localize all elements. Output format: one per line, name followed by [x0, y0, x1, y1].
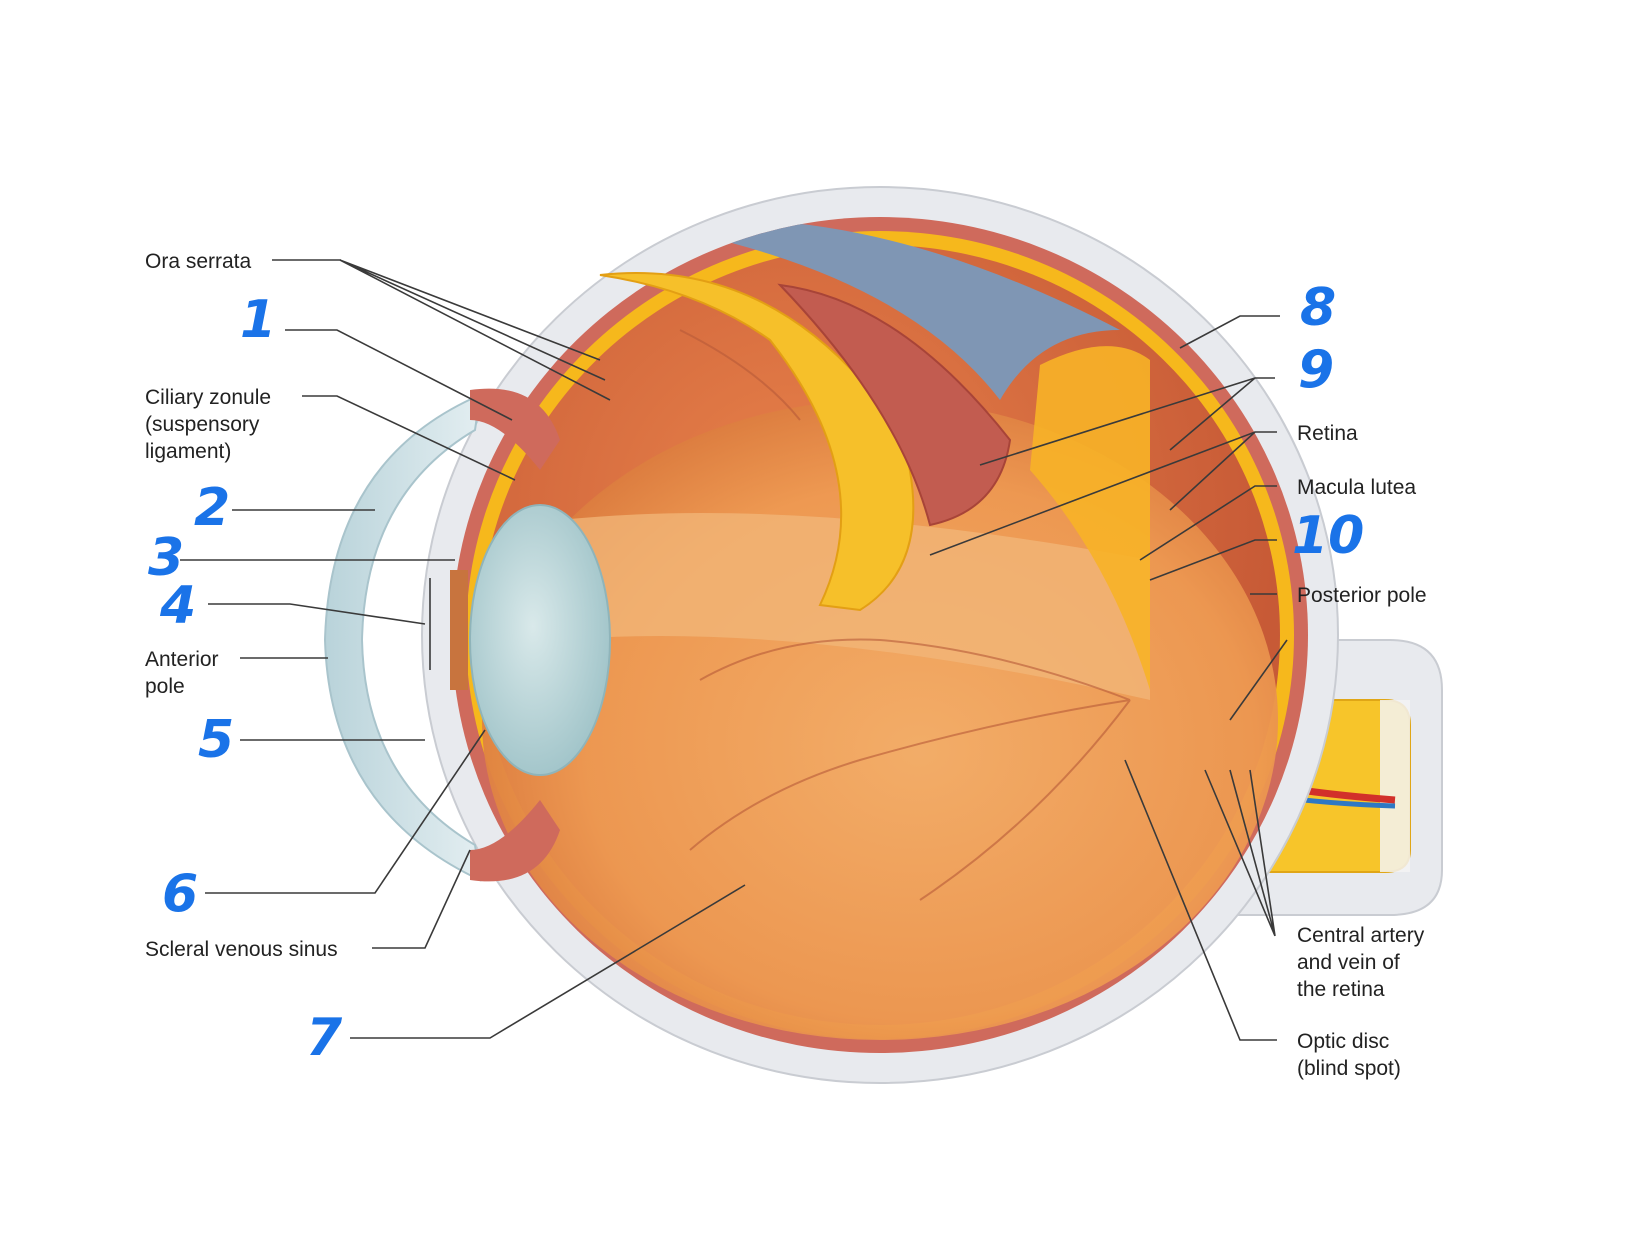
- number-10: 10: [1292, 506, 1365, 566]
- label-posterior-pole: Posterior pole: [1297, 584, 1427, 607]
- label-retina: Retina: [1297, 422, 1358, 445]
- number-8: 8: [1300, 278, 1337, 338]
- label-macula-lutea: Macula lutea: [1297, 476, 1417, 499]
- label-central-artery-vein: Central artery and vein of the retina: [1297, 924, 1425, 1001]
- number-5: 5: [198, 710, 235, 770]
- label-optic-disc: Optic disc (blind spot): [1297, 1030, 1401, 1080]
- choroid-flap: [777, 283, 1012, 527]
- label-scleral-venous-sinus: Scleral venous sinus: [145, 938, 338, 961]
- retina-flap: [599, 271, 915, 612]
- number-6: 6: [162, 864, 199, 924]
- number-2: 2: [194, 478, 231, 538]
- number-3: 3: [148, 528, 185, 588]
- label-ora-serrata: Ora serrata: [145, 250, 252, 273]
- blue-sclera-cut: [650, 219, 1120, 400]
- label-ciliary-zonule: Ciliary zonule (suspensory ligament): [145, 386, 272, 463]
- ciliary-body: [450, 388, 560, 882]
- lens: [469, 504, 611, 776]
- number-7: 7: [306, 1008, 343, 1068]
- leader-lines: [180, 259, 1288, 1041]
- retinal-vessels: [679, 329, 1131, 901]
- number-1: 1: [240, 290, 277, 350]
- number-4: 4: [160, 576, 197, 636]
- retina-back-flap: [1030, 346, 1150, 690]
- label-anterior-pole: Anterior pole: [145, 648, 219, 698]
- number-9: 9: [1298, 340, 1335, 400]
